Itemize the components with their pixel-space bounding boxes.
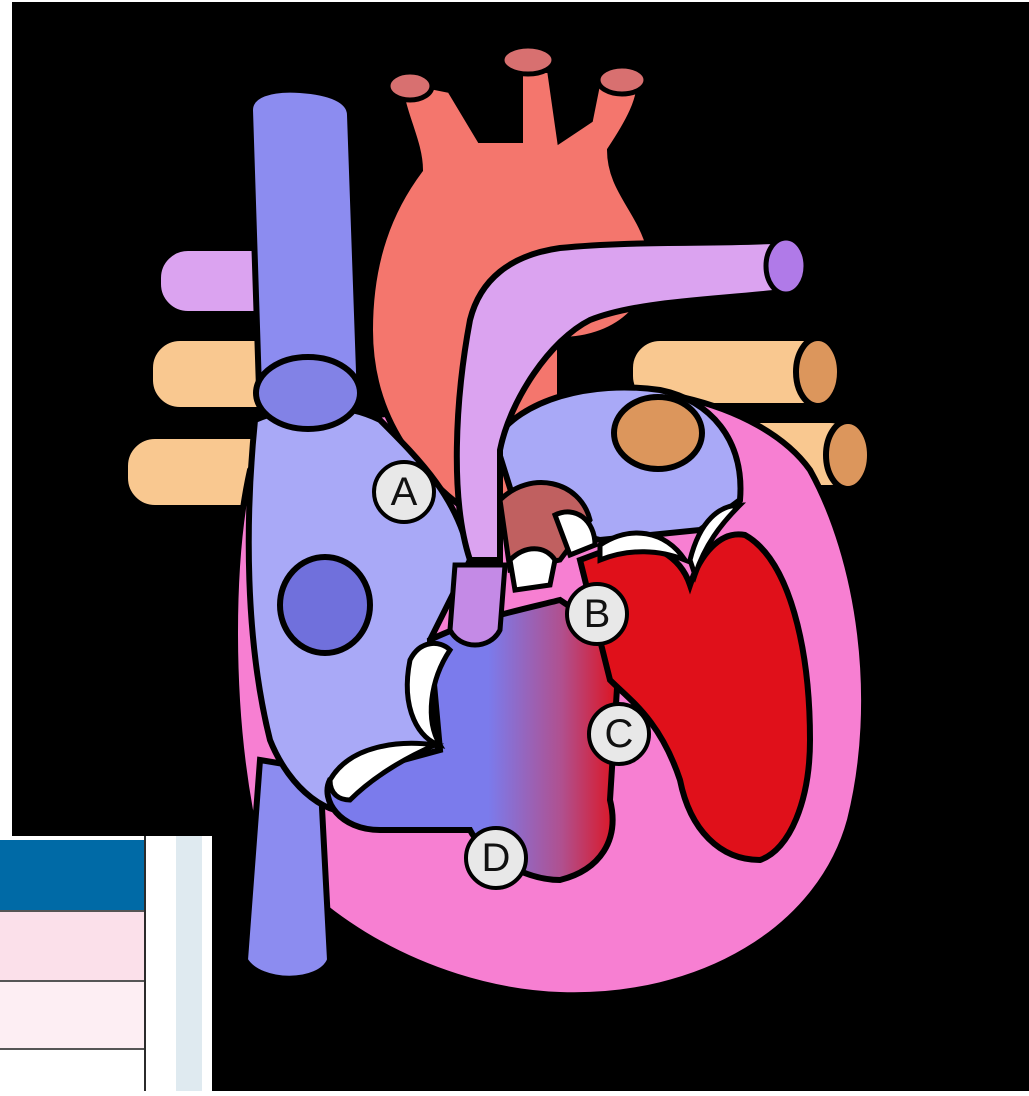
label-c-text: C <box>605 712 634 756</box>
aorta-branch-2 <box>502 46 554 74</box>
coronary-sinus <box>280 557 370 653</box>
table-row <box>0 1050 144 1091</box>
table-header-row <box>0 840 144 912</box>
table-column <box>0 836 146 1091</box>
table-row <box>0 982 144 1050</box>
label-d: D <box>466 828 526 888</box>
label-a-text: A <box>391 470 418 514</box>
pulmonary-artery-right-end <box>766 238 806 294</box>
table-row <box>0 912 144 982</box>
pulmonary-valve <box>450 565 505 645</box>
label-b: B <box>567 584 627 644</box>
aortic-valve-cusp <box>510 549 555 590</box>
vena-cava-opening <box>256 357 360 429</box>
aorta-branch-3 <box>598 66 646 94</box>
aorta-branch-1 <box>388 72 432 100</box>
label-c: C <box>589 704 649 764</box>
label-d-text: D <box>482 836 511 880</box>
label-a: A <box>374 462 434 522</box>
label-b-text: B <box>584 592 611 636</box>
pulmonary-vein-opening <box>614 397 702 469</box>
table-side-strip <box>176 836 202 1091</box>
table-fragment <box>0 836 212 1091</box>
